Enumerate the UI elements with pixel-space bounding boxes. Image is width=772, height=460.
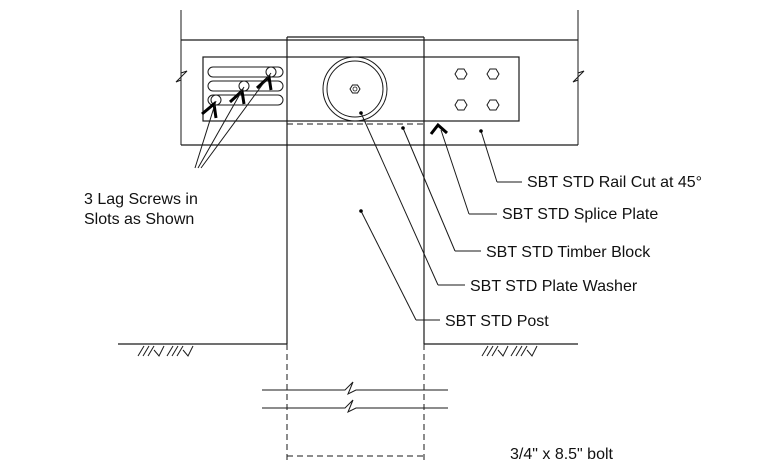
embedded-post-hidden — [286, 344, 425, 460]
timber-block-label: SBT STD Timber Block — [486, 244, 651, 261]
leader-lines — [194, 72, 522, 321]
plate-washer-label: SBT STD Plate Washer — [470, 278, 638, 295]
lag-screws-label-line1: 3 Lag Screws in — [84, 191, 198, 208]
soil-hatch-left — [137, 345, 194, 357]
bolt-label: 3/4" x 8.5" bolt — [510, 446, 614, 460]
rail-cut-label: SBT STD Rail Cut at 45° — [527, 174, 702, 191]
timber-block-hidden-lines — [287, 56, 424, 125]
leader-dots — [359, 111, 483, 213]
post-break-lines — [262, 381, 448, 414]
splice-plate-label: SBT STD Splice Plate — [502, 206, 658, 223]
plate-washer — [322, 56, 388, 122]
lag-screws-label-line2: Slots as Shown — [84, 211, 194, 228]
post-label: SBT STD Post — [445, 313, 549, 330]
post — [286, 36, 425, 344]
soil-hatch-right — [481, 345, 538, 357]
bolt-nut — [349, 84, 361, 94]
splice-plate-arrow — [429, 122, 448, 135]
splice-bolt-holes — [454, 68, 500, 111]
rail-break-right — [572, 60, 585, 95]
rail-break-left — [175, 60, 188, 95]
